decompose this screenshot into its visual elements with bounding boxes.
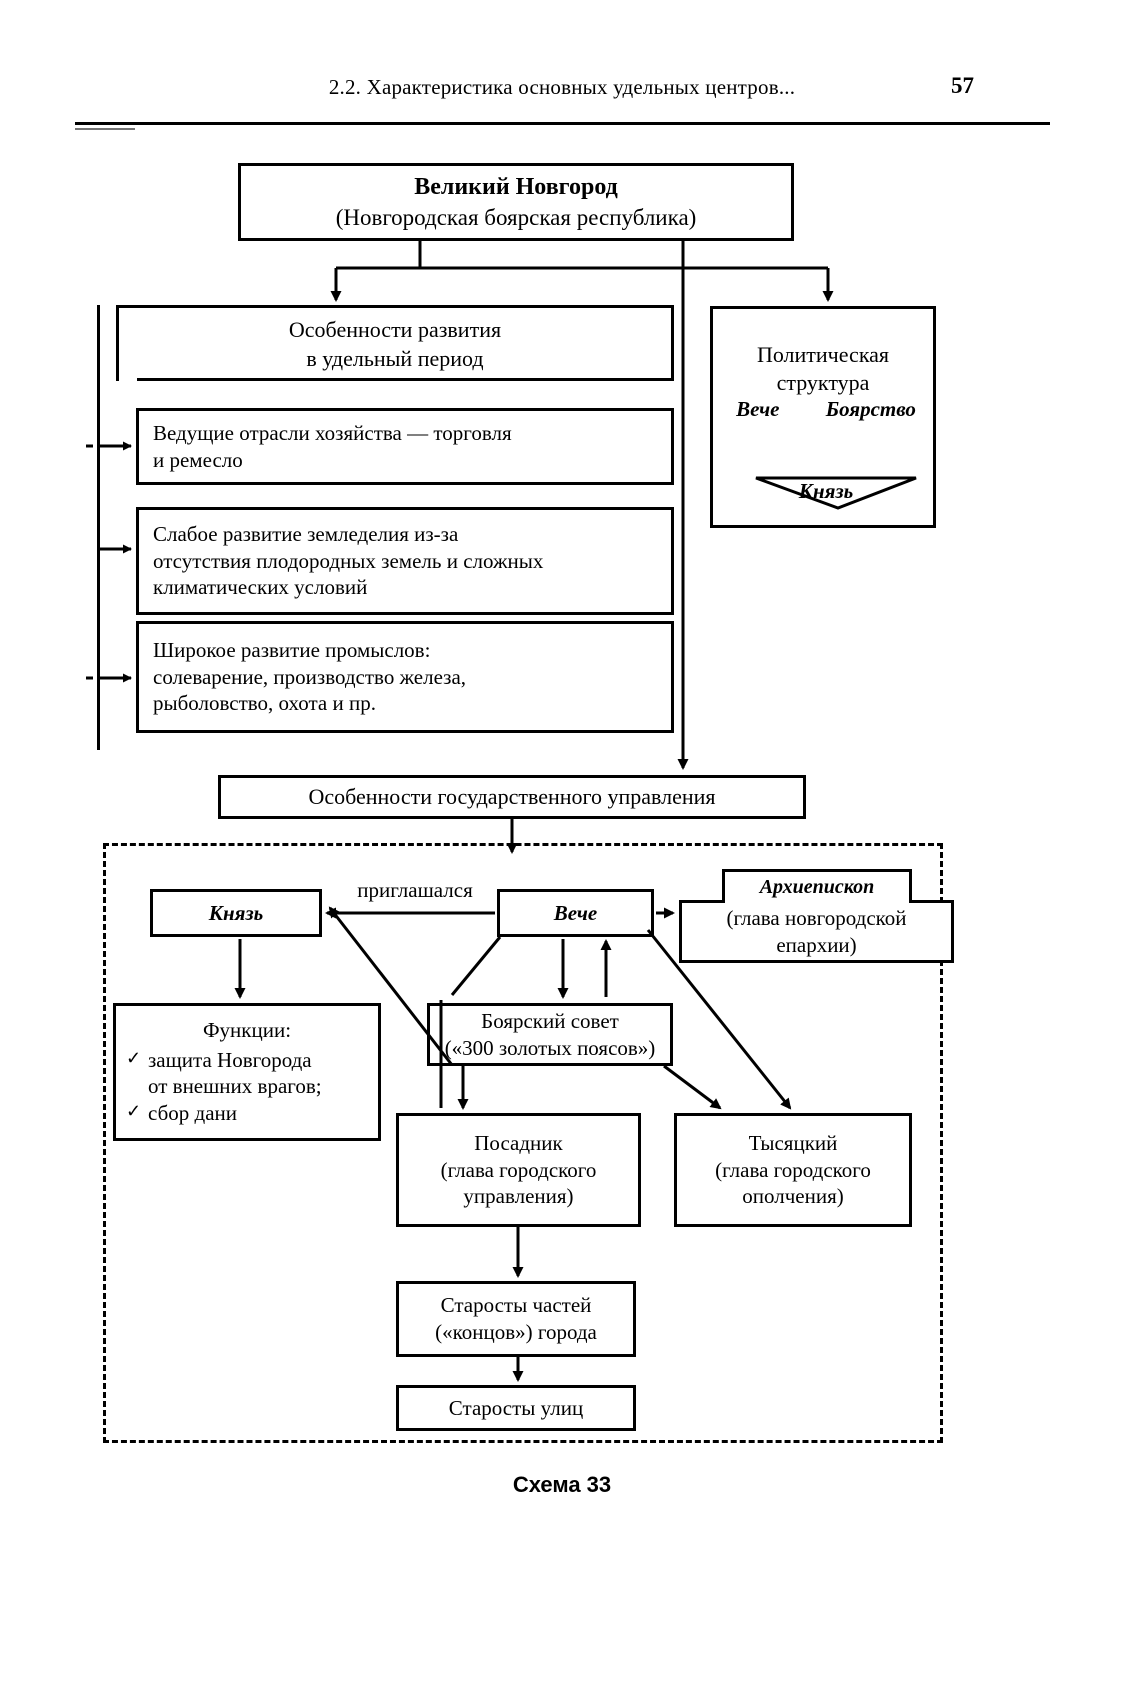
- title-line-1: Великий Новгород: [414, 173, 618, 200]
- feature-1-line-1: Ведущие отрасли хозяйства — торговля: [153, 420, 512, 445]
- gov-box-veche: Вече: [497, 889, 654, 937]
- feature-1-line-2: и ремесло: [153, 447, 243, 472]
- title-box: Великий Новгород (Новгородская боярская …: [238, 163, 794, 241]
- political-structure-box: Политическая структура Вече Боярство Кня…: [710, 306, 936, 528]
- feature-2-line-1: Слабое развитие земледелия из-за: [153, 521, 459, 546]
- feature-box-trade-craft: Ведущие отрасли хозяйства — торговля и р…: [136, 408, 674, 485]
- list-item: ✓ защита Новгорода: [126, 1047, 322, 1073]
- state-administration-label: Особенности государственного управления: [308, 783, 716, 809]
- gov-veche-label: Вече: [553, 900, 598, 925]
- political-veche-label: Вече: [736, 397, 780, 421]
- list-item: от внешних врагов;: [126, 1073, 322, 1099]
- left-section-heading: Особенности развития в удельный период: [116, 305, 674, 381]
- archbishop-seam-cover: [725, 898, 909, 904]
- conn-title-spine: [418, 241, 828, 270]
- gov-posadnik-line-3: управления): [463, 1184, 574, 1209]
- gov-box-knyaz: Князь: [150, 889, 322, 937]
- gov-archbishop-sub-2: епархии): [776, 932, 857, 957]
- gov-invited-label: приглашался: [357, 878, 473, 902]
- gov-tysyatsky-line-3: ополчения): [742, 1184, 844, 1209]
- gov-functions-list: ✓ защита Новгорода от внешних врагов; ✓ …: [116, 1047, 322, 1126]
- gov-starosty-konec-line-1: Старосты частей: [440, 1293, 592, 1318]
- gov-box-knyaz-functions: Функции: ✓ защита Новгорода от внешних в…: [113, 1003, 381, 1141]
- political-heading-line-1: Политическая: [756, 341, 890, 367]
- figure-caption: Схема 33: [512, 1472, 612, 1497]
- left-heading-line-1: Особенности развития: [288, 317, 502, 343]
- political-heading-line-2: структура: [776, 370, 870, 395]
- header-rule-stub: [75, 128, 135, 130]
- check-icon: ✓: [126, 1100, 142, 1121]
- governance-dashed-region: [103, 843, 943, 1443]
- gov-archbishop-title: Архиепископ: [759, 875, 875, 898]
- left-heading-line-2: в удельный период: [306, 345, 484, 371]
- feature-3-line-1: Широкое развитие промыслов:: [153, 637, 431, 662]
- gov-box-starosty-koncov: Старосты частей («концов») города: [396, 1281, 636, 1357]
- gov-box-posadnik: Посадник (глава городского управления): [396, 1113, 641, 1227]
- gov-archbishop-sub-1: (глава новгородской: [726, 905, 907, 930]
- gov-function-2-line-1: сбор дани: [148, 1100, 237, 1125]
- list-item: ✓ сбор дани: [126, 1100, 322, 1126]
- political-knyaz-label: Князь: [798, 479, 854, 503]
- header-rule: [75, 122, 1050, 125]
- left-heading-underline: [137, 378, 674, 381]
- gov-tysyatsky-line-2: (глава городского: [715, 1157, 871, 1182]
- state-administration-bar: Особенности государственного управления: [218, 775, 806, 819]
- gov-posadnik-line-2: (глава городского: [440, 1157, 597, 1182]
- gov-functions-heading: Функции:: [202, 1018, 292, 1043]
- gov-box-starosty-ulic: Старосты улиц: [396, 1385, 636, 1431]
- gov-box-archbishop-title: Архиепископ: [722, 869, 912, 903]
- gov-function-1-line-1: защита Новгорода: [148, 1048, 312, 1073]
- feature-3-line-2: солеварение, производство железа,: [153, 664, 467, 689]
- gov-starosty-konec-line-2: («концов») города: [435, 1320, 597, 1344]
- gov-box-boyar-council: Боярский совет («300 золотых поясов»): [427, 1003, 673, 1066]
- gov-knyaz-label: Князь: [208, 900, 264, 925]
- feature-3-line-3: рыболовство, охота и пр.: [153, 691, 376, 716]
- running-title: 2.2. Характеристика основных удельных це…: [328, 75, 796, 99]
- left-bracket: [97, 305, 675, 750]
- gov-box-archbishop: (глава новгородской епархии): [679, 900, 954, 963]
- political-top-row: Вече Боярство: [713, 397, 939, 422]
- gov-starosty-ulic-label: Старосты улиц: [448, 1395, 584, 1420]
- gov-boyar-line-2: («300 золотых поясов»): [444, 1035, 656, 1060]
- gov-function-1-line-2: от внешних врагов;: [148, 1074, 322, 1099]
- feature-box-agriculture: Слабое развитие земледелия из-за отсутст…: [136, 507, 674, 615]
- page-number: 57: [951, 73, 974, 98]
- check-icon: ✓: [126, 1048, 142, 1069]
- gov-posadnik-line-1: Посадник: [474, 1130, 563, 1155]
- feature-box-crafts: Широкое развитие промыслов: солеварение,…: [136, 621, 674, 733]
- gov-boyar-line-1: Боярский совет: [481, 1008, 619, 1033]
- gov-tysyatsky-line-1: Тысяцкий: [748, 1130, 838, 1155]
- feature-2-line-3: климатических условий: [153, 575, 368, 600]
- political-boyarstvo-label: Боярство: [825, 397, 916, 421]
- title-line-2: (Новгородская боярская республика): [335, 204, 697, 230]
- feature-2-line-2: отсутствия плодородных земель и сложных: [153, 548, 544, 573]
- gov-box-tysyatsky: Тысяцкий (глава городского ополчения): [674, 1113, 912, 1227]
